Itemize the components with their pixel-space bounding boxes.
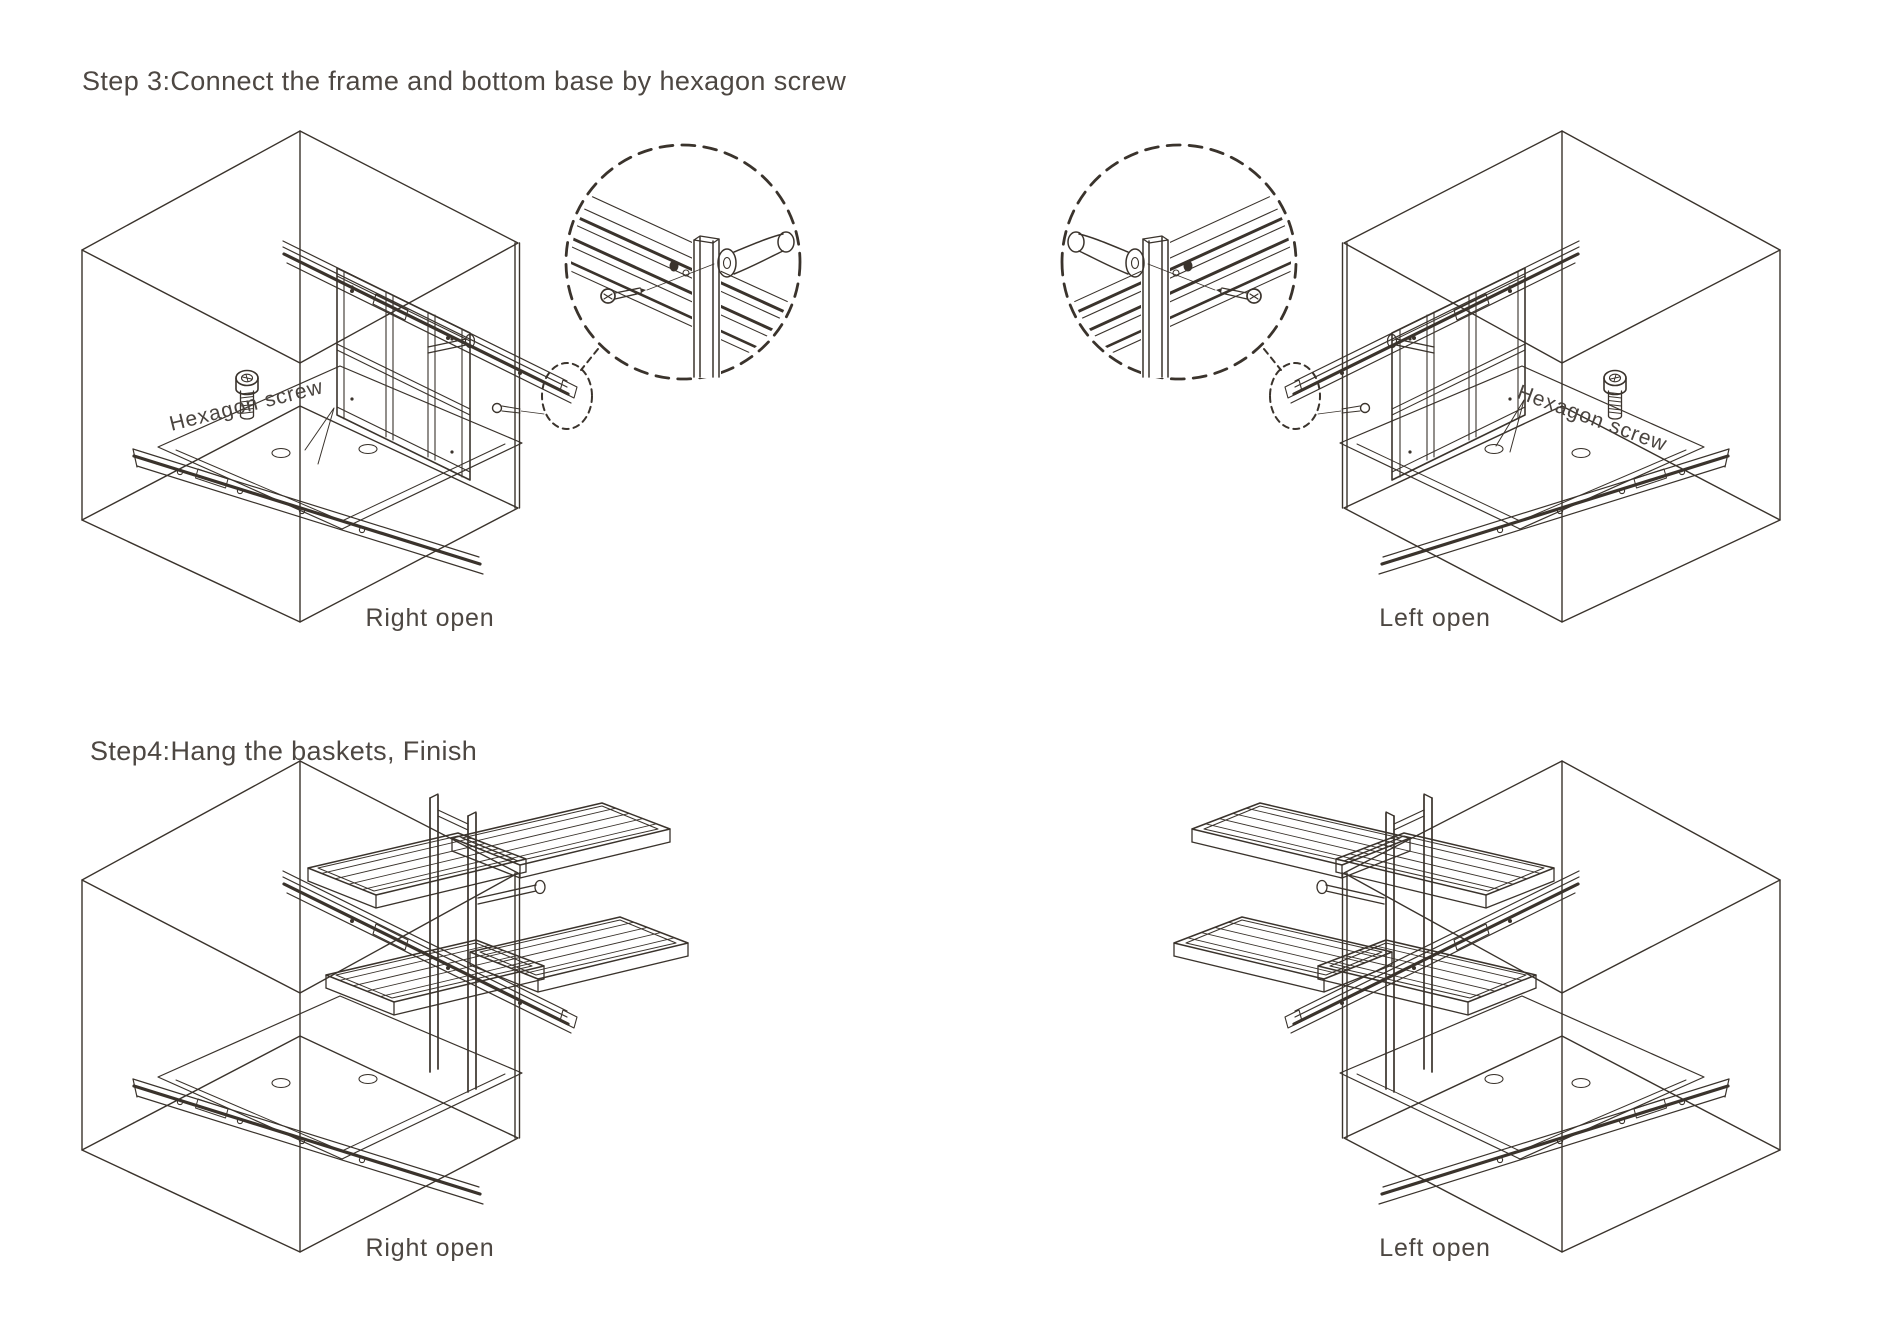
- step4-right-open-diagram: [82, 761, 688, 1252]
- label-leader-lines: [304, 399, 1525, 465]
- step4-title: Step4:Hang the baskets, Finish: [90, 736, 478, 766]
- caption-step4-right-open: Right open: [365, 1234, 495, 1262]
- step3-left-open-diagram: [1046, 131, 1780, 622]
- caption-step4-left-open: Left open: [1379, 1234, 1491, 1262]
- step3-right-open-diagram: [82, 131, 816, 622]
- caption-step3-left-open: Left open: [1379, 604, 1491, 632]
- step3-title: Step 3:Connect the frame and bottom base…: [82, 66, 847, 96]
- step4-left-open-diagram: [1174, 761, 1780, 1252]
- caption-step3-right-open: Right open: [365, 604, 495, 632]
